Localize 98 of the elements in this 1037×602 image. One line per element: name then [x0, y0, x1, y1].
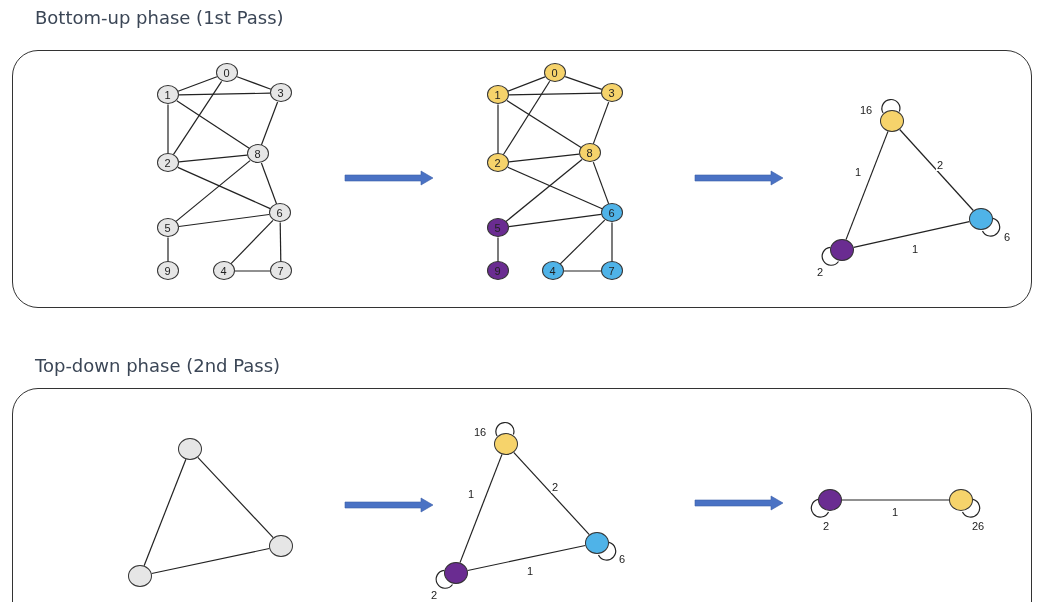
self-loop	[435, 569, 454, 589]
self-loop	[495, 421, 515, 437]
edge-label: 16	[858, 104, 874, 116]
graph-node	[177, 437, 202, 460]
edge-line	[559, 219, 606, 265]
edge-line	[564, 76, 603, 90]
edge-line	[178, 154, 248, 163]
graph-node: 4	[541, 261, 564, 280]
edge-line	[507, 76, 546, 92]
graph-node: 6	[268, 203, 291, 222]
edge-line	[513, 451, 590, 536]
edge-line	[197, 456, 274, 539]
edge-label: 1	[910, 243, 920, 255]
edge-line	[175, 160, 251, 222]
edge-line	[459, 453, 503, 564]
self-loop	[821, 246, 840, 266]
self-loop	[810, 498, 830, 518]
edge-line	[234, 270, 271, 272]
graph-node: 8	[246, 144, 269, 163]
edge-label: 16	[472, 426, 488, 438]
self-loop	[981, 217, 1001, 237]
graph-node: 0	[543, 63, 566, 82]
edge-line	[143, 458, 187, 567]
edge-label: 1	[890, 506, 900, 518]
graph-node	[879, 109, 904, 132]
edge-line	[497, 236, 499, 263]
edge-label: 2	[815, 266, 825, 278]
edge-line	[176, 100, 250, 149]
graph-node: 4	[212, 261, 235, 280]
edge-line	[172, 80, 223, 156]
edge-line	[592, 161, 610, 205]
edge-line	[505, 158, 583, 223]
self-loop	[597, 541, 617, 561]
edge-line	[563, 270, 602, 272]
edge-label: 2	[821, 520, 831, 532]
graph-node	[948, 488, 973, 511]
edge-line	[279, 221, 282, 263]
edge-line	[151, 547, 270, 575]
edge-line	[899, 128, 974, 212]
graph-node: 7	[269, 261, 292, 280]
edge-line	[178, 213, 270, 228]
graph-node: 2	[156, 153, 179, 172]
edge-line	[508, 153, 580, 163]
edge-line	[467, 544, 586, 572]
panel-title: Bottom-up phase (1st Pass)	[35, 7, 284, 28]
graph-node: 7	[600, 261, 623, 280]
edge-line	[497, 103, 499, 155]
edge-line	[260, 101, 279, 146]
graph-node	[829, 238, 854, 261]
edge-line	[260, 162, 278, 205]
edge-line	[845, 130, 889, 241]
graph-node: 2	[486, 153, 509, 172]
edge-label: 2	[935, 159, 945, 171]
graph-node: 1	[486, 85, 509, 104]
edge-line	[853, 221, 970, 248]
graph-node: 8	[578, 143, 601, 162]
edge-line	[508, 213, 602, 228]
graph-node: 9	[156, 261, 179, 280]
panel-title: Top-down phase (2nd Pass)	[35, 355, 281, 376]
graph-node: 5	[486, 218, 509, 237]
edge-label: 2	[429, 589, 439, 601]
graph-node: 0	[215, 63, 238, 82]
edge-line	[167, 103, 169, 155]
edge-line	[508, 92, 602, 96]
edge-line	[177, 166, 271, 210]
edge-label: 26	[970, 520, 986, 532]
edge-line	[592, 101, 610, 145]
graph-node	[968, 207, 993, 230]
edge-label: 6	[617, 553, 627, 565]
edge-label: 1	[525, 565, 535, 577]
edge-label: 6	[1002, 231, 1012, 243]
graph-node: 9	[486, 261, 509, 280]
edge-label: 1	[466, 488, 476, 500]
graph-node: 5	[156, 218, 179, 237]
edge-line	[230, 219, 274, 265]
edge-line	[507, 166, 603, 210]
graph-node	[817, 488, 842, 511]
edge-line	[177, 76, 218, 92]
self-loop	[961, 498, 981, 518]
edge-line	[611, 221, 613, 263]
graph-node	[268, 534, 293, 557]
graph-node	[493, 432, 518, 455]
edge-line	[236, 76, 272, 90]
graph-node	[443, 561, 468, 584]
graph-node: 1	[156, 85, 179, 104]
graph-node: 6	[600, 203, 623, 222]
graph-node: 3	[269, 83, 292, 102]
edge-line	[178, 92, 271, 96]
edge-line	[502, 80, 551, 156]
edge-line	[841, 499, 950, 501]
graph-node: 3	[600, 83, 623, 102]
edge-label: 1	[853, 166, 863, 178]
edge-line	[167, 236, 169, 263]
graph-node	[584, 531, 609, 554]
graph-node	[127, 564, 152, 587]
edge-line	[506, 100, 582, 148]
self-loop	[881, 98, 901, 114]
edge-label: 2	[550, 481, 560, 493]
